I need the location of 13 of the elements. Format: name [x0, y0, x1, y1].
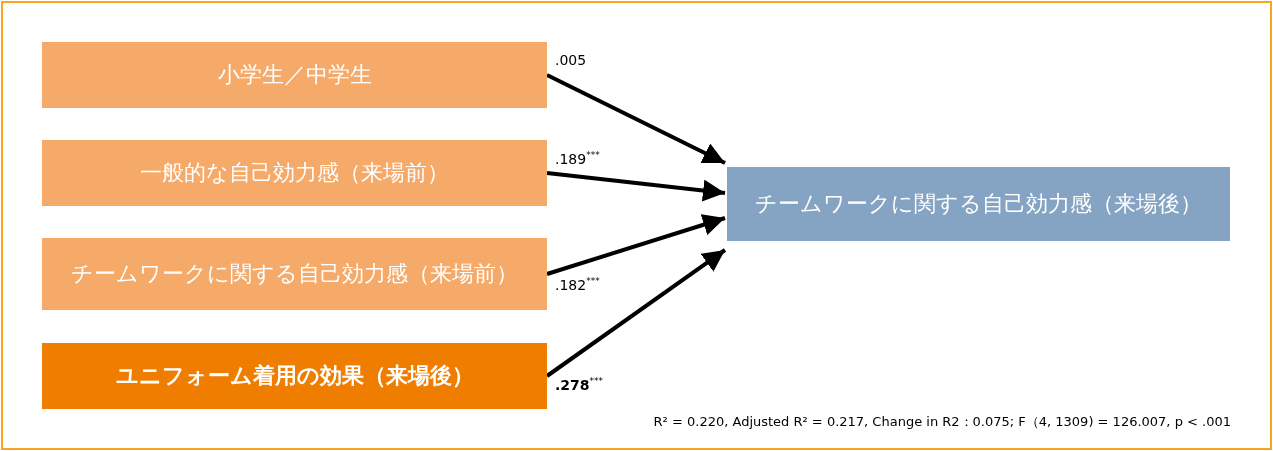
- statistics-note: R² = 0.220, Adjusted R² = 0.217, Change in R2：0.075; F（4, 1309) = 126.007, p < .001: [653, 413, 1231, 431]
- variable-box: 小学生／中学生: [42, 42, 547, 108]
- edge-label: .005: [555, 52, 587, 68]
- variable-box: ユニフォーム着用の効果（来場後）: [42, 343, 547, 409]
- variable-box: 一般的な自己効力感（来場前）: [42, 140, 547, 206]
- variable-box: チームワークに関する自己効力感（来場前）: [42, 238, 547, 310]
- edge-label: .189$^{***}$: [555, 150, 600, 167]
- arrow: [546, 73, 726, 165]
- edge-label: .182$^{***}$: [555, 276, 600, 293]
- edge-label: .278$^{***}$: [555, 376, 604, 393]
- arrow: [546, 214, 726, 276]
- arrow: [546, 171, 726, 202]
- variable-box: チームワークに関する自己効力感（来場後）: [727, 167, 1230, 241]
